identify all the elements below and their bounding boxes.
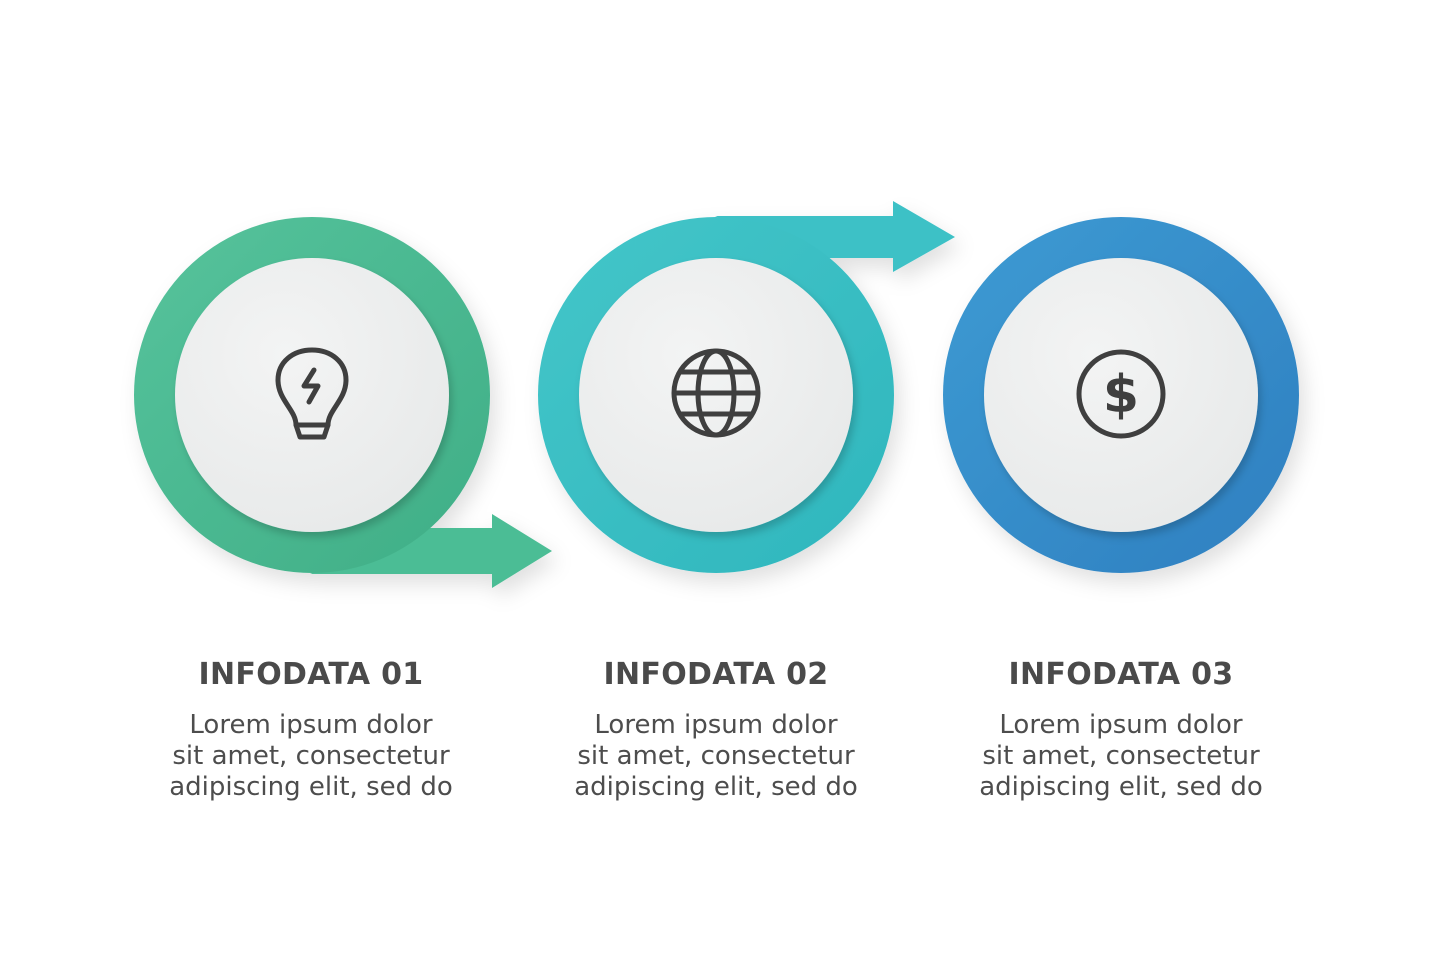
lightbulb-icon [275,347,349,440]
step-2-body-line: Lorem ipsum dolor [594,710,838,740]
step-2-text: INFODATA 02 Lorem ipsum dolor sit amet, … [506,652,926,803]
infographic-graphics: $ [134,201,1299,588]
step-2-title: INFODATA 02 [603,657,829,692]
step-3-text: INFODATA 03 Lorem ipsum dolor sit amet, … [911,652,1331,803]
step-3-disc [984,258,1258,532]
step-1-body-line: adipiscing elit, sed do [169,772,453,802]
step-3-body: Lorem ipsum dolor sit amet, consectetur … [911,710,1331,803]
svg-text:$: $ [1103,365,1139,425]
step-2-body-line: sit amet, consectetur [577,741,855,771]
step-1-body-line: sit amet, consectetur [172,741,450,771]
step-2-body: Lorem ipsum dolor sit amet, consectetur … [506,710,926,803]
dollar-icon: $ [1076,349,1166,439]
step-1-body-line: Lorem ipsum dolor [189,710,433,740]
step-1-text: INFODATA 01 Lorem ipsum dolor sit amet, … [101,652,521,803]
step-1-arrow [310,514,552,588]
step-2-arrow [715,201,955,272]
step-1-title: INFODATA 01 [198,657,424,692]
step-3-title: INFODATA 03 [1008,657,1234,692]
step-3-body-line: Lorem ipsum dolor [999,710,1243,740]
step-1-body: Lorem ipsum dolor sit amet, consectetur … [101,710,521,803]
globe-icon [671,348,761,438]
step-2-body-line: adipiscing elit, sed do [574,772,858,802]
step-3-body-line: sit amet, consectetur [982,741,1260,771]
step-3-body-line: adipiscing elit, sed do [979,772,1263,802]
